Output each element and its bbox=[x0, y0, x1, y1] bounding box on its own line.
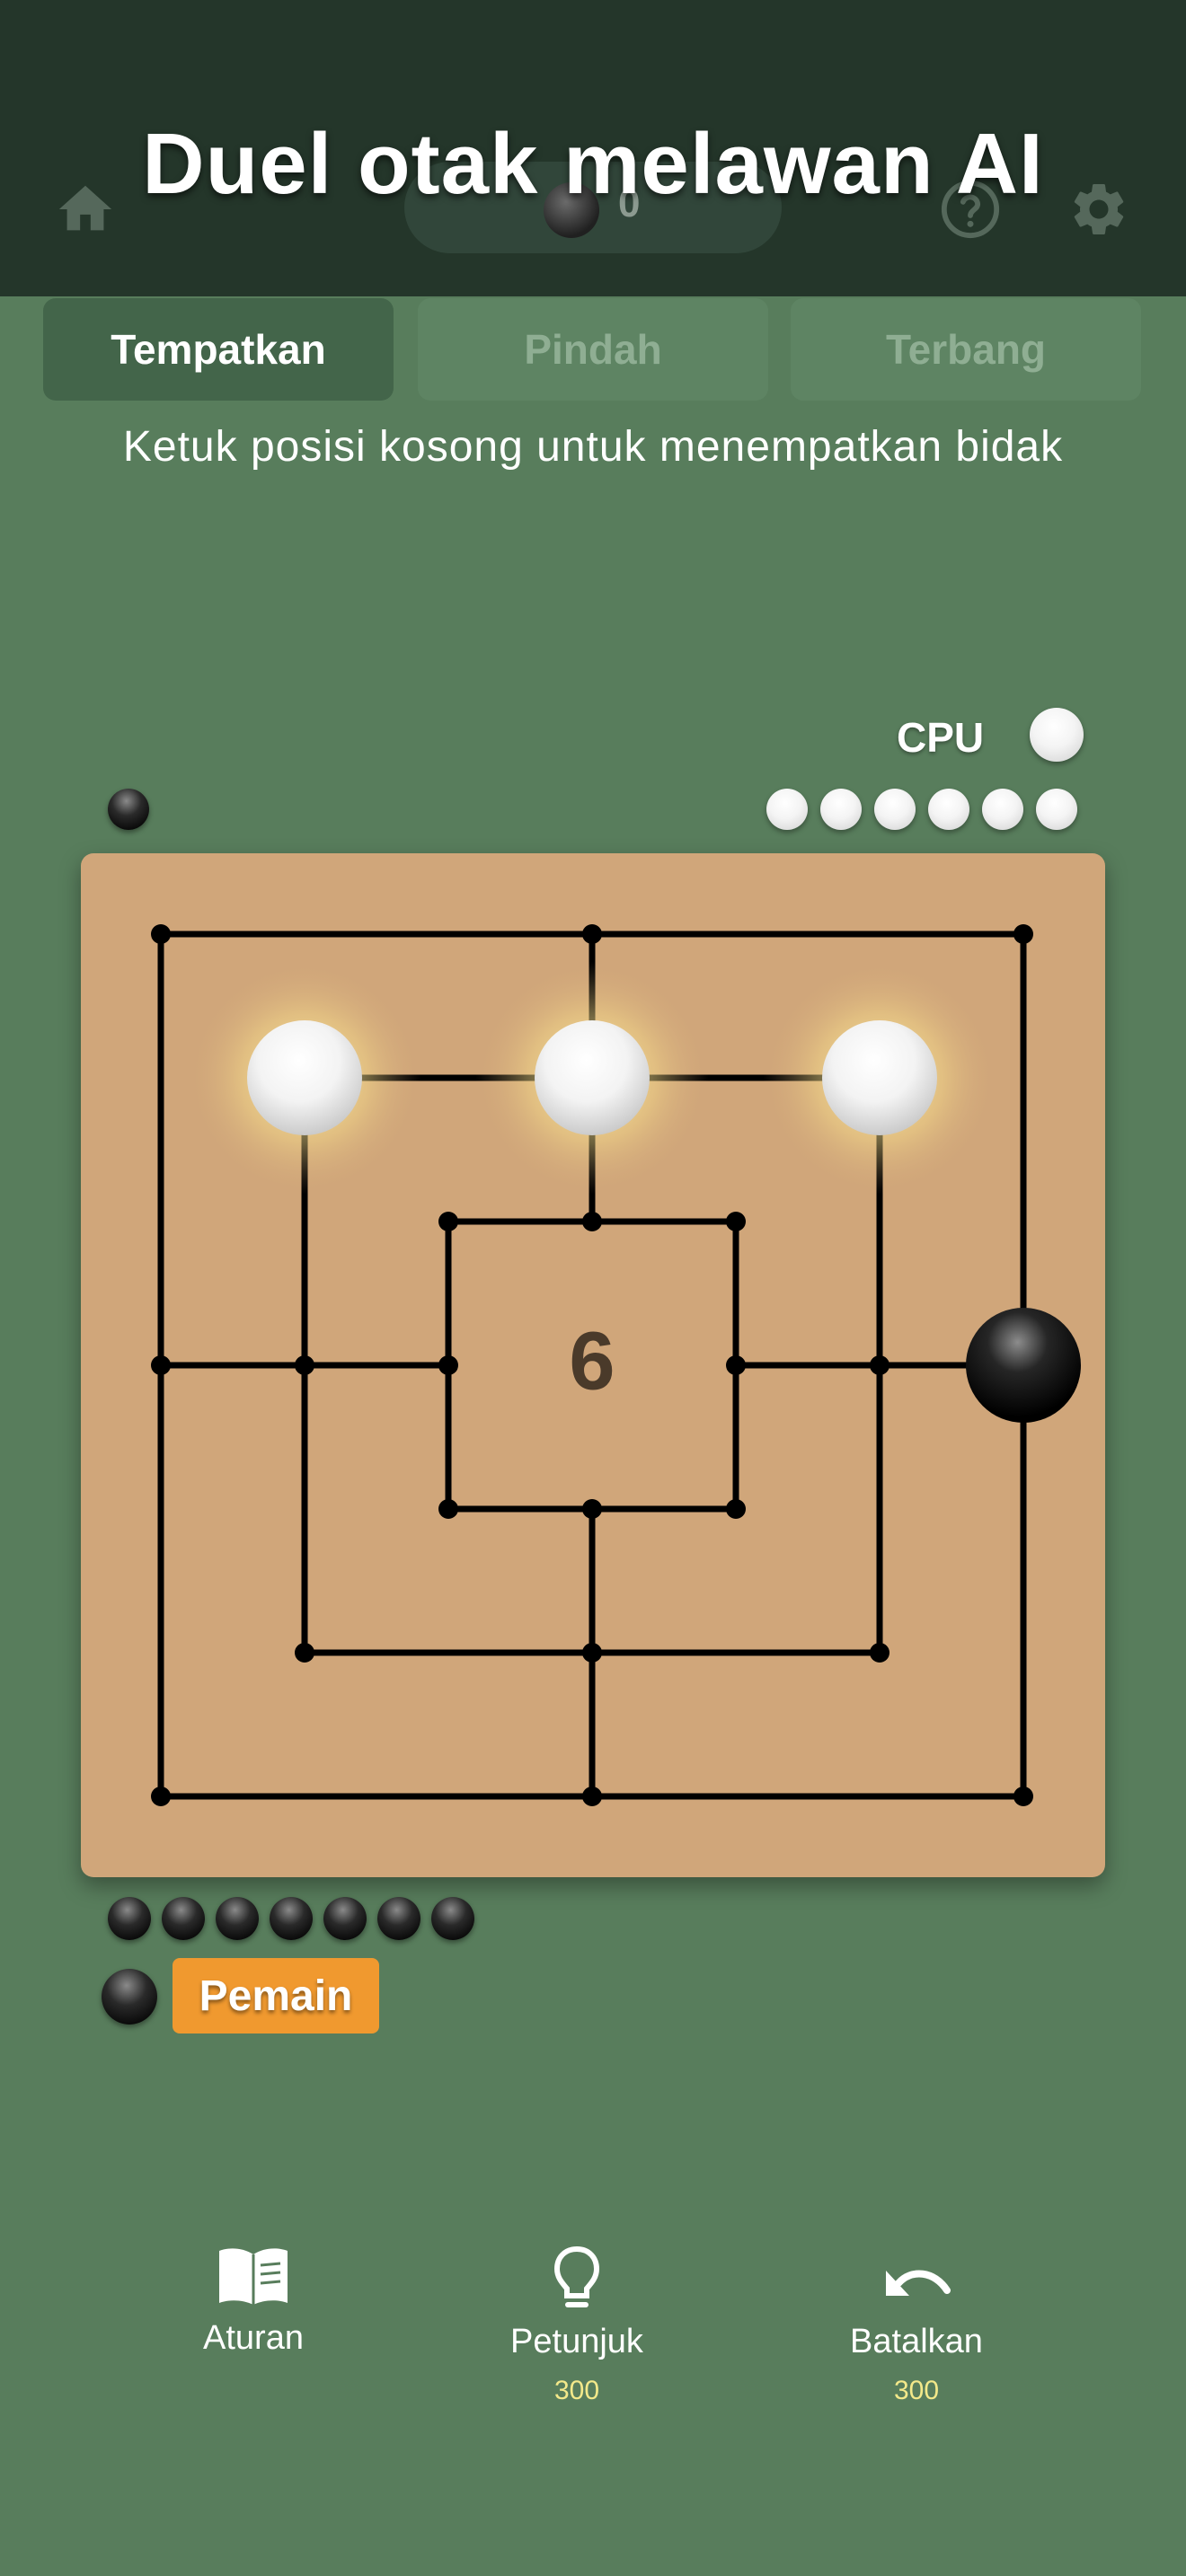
player-reserve-piece bbox=[270, 1897, 313, 1940]
page-title: Duel otak melawan AI bbox=[142, 116, 1044, 212]
tab-pindah[interactable]: Pindah bbox=[418, 298, 768, 401]
white-piece bbox=[822, 1020, 937, 1135]
player-reserve-piece bbox=[216, 1897, 259, 1940]
player-reserve-piece bbox=[108, 1897, 151, 1940]
top-bar: 0 bbox=[0, 0, 1186, 296]
player-reserve-piece bbox=[377, 1897, 420, 1940]
hint-cost: 300 bbox=[553, 2376, 600, 2405]
cpu-reserve-piece bbox=[982, 789, 1023, 830]
gear-icon[interactable] bbox=[1067, 178, 1130, 241]
board-points bbox=[151, 924, 1033, 1806]
player-label: Pemain bbox=[173, 1958, 379, 2033]
cpu-reserve-piece bbox=[1036, 789, 1077, 830]
tab-terbang[interactable]: Terbang bbox=[791, 298, 1141, 401]
undo-label: Batalkan bbox=[850, 2323, 983, 2360]
cpu-reserve-piece bbox=[820, 789, 862, 830]
white-piece bbox=[535, 1020, 650, 1135]
help-icon[interactable] bbox=[939, 178, 1002, 241]
undo-cost: 300 bbox=[893, 2376, 940, 2405]
coin-count: 0 bbox=[618, 181, 641, 225]
coin-counter: 0 bbox=[404, 162, 782, 253]
player-reserve-piece bbox=[162, 1897, 205, 1940]
cpu-captured-piece bbox=[108, 789, 149, 830]
home-icon[interactable] bbox=[54, 178, 117, 241]
cpu-piece-indicator bbox=[1030, 708, 1084, 762]
black-piece bbox=[966, 1308, 1081, 1423]
player-reserve-piece bbox=[323, 1897, 367, 1940]
hint-label: Petunjuk bbox=[510, 2323, 643, 2360]
board-lines: 6 bbox=[151, 924, 1081, 1806]
book-icon bbox=[219, 2248, 288, 2305]
game-board: 6 bbox=[81, 853, 1105, 1877]
hint-button[interactable]: Petunjuk 300 bbox=[442, 2245, 712, 2406]
cpu-reserve-piece bbox=[928, 789, 969, 830]
player-piece-indicator bbox=[102, 1969, 157, 2025]
tab-tempatkan[interactable]: Tempatkan bbox=[43, 298, 394, 401]
undo-icon bbox=[886, 2270, 951, 2296]
rules-label: Aturan bbox=[203, 2319, 304, 2357]
rules-button[interactable]: Aturan bbox=[119, 2245, 388, 2358]
undo-button[interactable]: Batalkan 300 bbox=[782, 2245, 1051, 2406]
player-reserve-piece bbox=[431, 1897, 474, 1940]
cpu-label: CPU bbox=[897, 714, 985, 761]
lightbulb-icon bbox=[553, 2245, 600, 2307]
cpu-reserve-piece bbox=[766, 789, 808, 830]
white-piece bbox=[247, 1020, 362, 1135]
coin-icon bbox=[544, 182, 599, 238]
instruction-text: Ketuk posisi kosong untuk menempatkan bi… bbox=[122, 423, 1064, 471]
board-center-counter: 6 bbox=[569, 1315, 615, 1407]
cpu-reserve-piece bbox=[874, 789, 916, 830]
